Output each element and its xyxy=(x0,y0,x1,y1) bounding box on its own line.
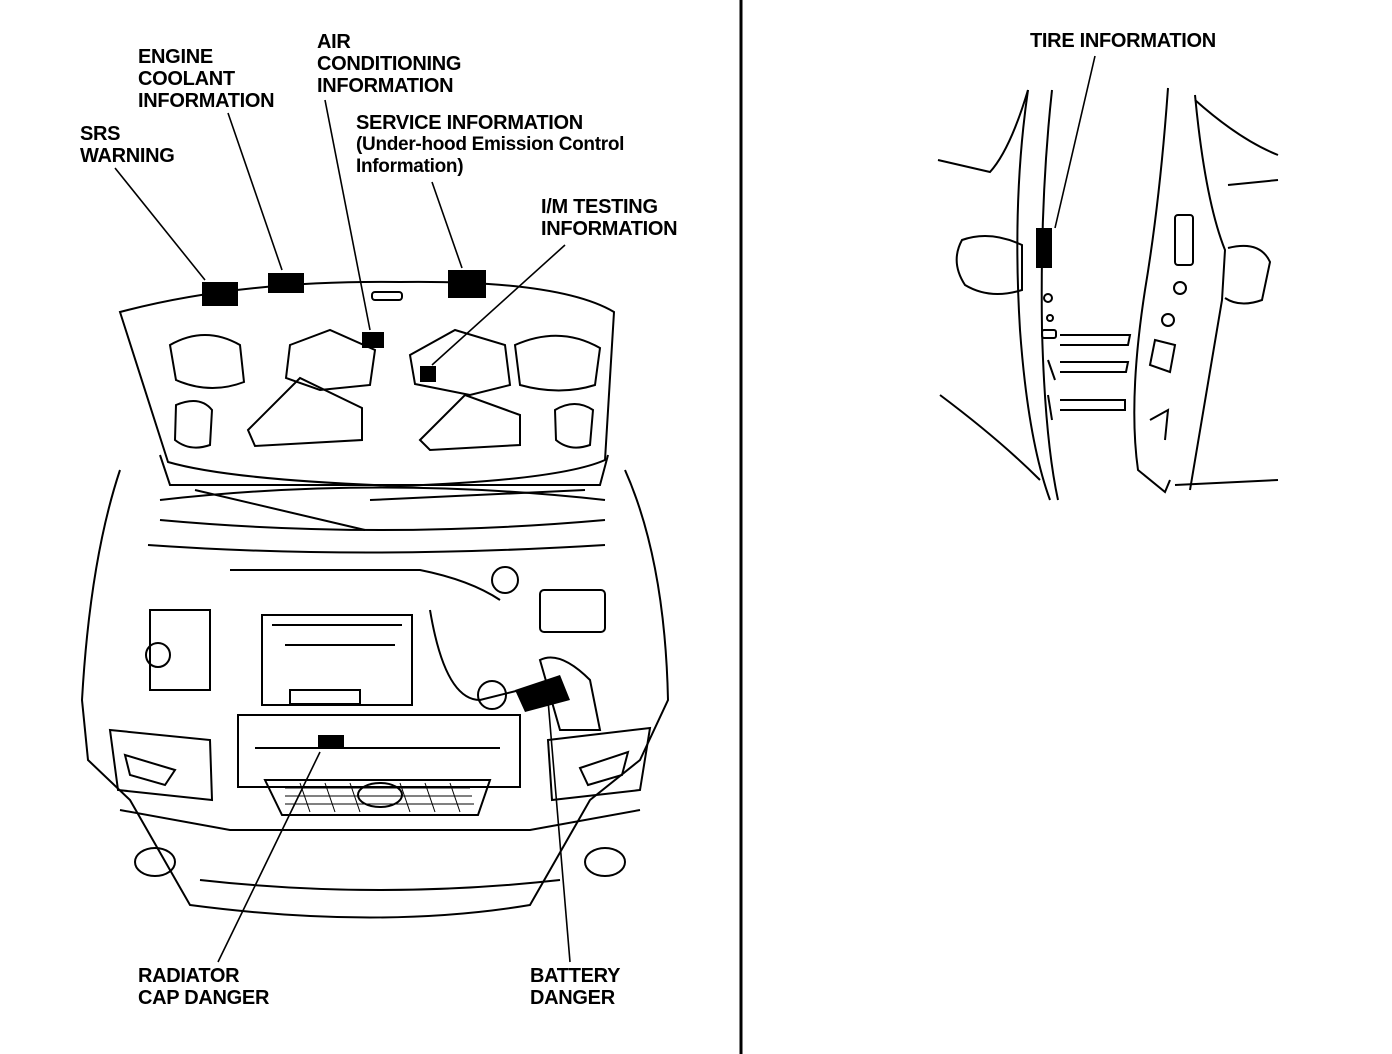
tire-info-text: TIRE INFORMATION xyxy=(1030,30,1216,52)
emblem xyxy=(357,782,403,808)
air-conditioning-line-3: INFORMATION xyxy=(317,75,454,97)
service-info-line-1: SERVICE INFORMATION xyxy=(356,112,583,134)
srs-warning-label: SRS WARNING xyxy=(80,123,175,167)
tire-info-marker xyxy=(1036,228,1052,268)
battery-line-2: DANGER xyxy=(530,987,615,1009)
service-info-line-3: Information) xyxy=(356,156,464,177)
air-conditioning-label: AIR CONDITIONING INFORMATION xyxy=(317,31,461,97)
engine-coolant-label: ENGINE COOLANT INFORMATION xyxy=(138,46,275,112)
engine-coolant-marker xyxy=(268,273,304,293)
srs-warning-line-1: SRS xyxy=(80,123,121,145)
service-info-marker xyxy=(448,270,486,298)
battery-danger-label: BATTERY DANGER xyxy=(530,965,620,1009)
srs-warning-marker xyxy=(202,282,238,306)
engine-coolant-line-1: ENGINE xyxy=(138,46,213,68)
vehicle-front-illustration xyxy=(80,280,670,919)
im-testing-marker xyxy=(420,366,436,382)
engine-coolant-line-2: COOLANT xyxy=(138,68,235,90)
service-info-line-2: (Under-hood Emission Control xyxy=(356,134,625,155)
im-testing-label: I/M TESTING INFORMATION xyxy=(541,196,678,240)
air-conditioning-line-1: AIR xyxy=(317,31,351,53)
engine-coolant-line-3: INFORMATION xyxy=(138,90,275,112)
door-jamb-illustration xyxy=(937,87,1279,501)
radiator-line-1: RADIATOR xyxy=(138,965,240,987)
air-conditioning-line-2: CONDITIONING xyxy=(317,53,462,75)
im-testing-line-2: INFORMATION xyxy=(541,218,678,240)
leader-lines xyxy=(114,99,571,963)
srs-warning-line-2: WARNING xyxy=(80,145,175,167)
radiator-line-2: CAP DANGER xyxy=(138,987,270,1009)
air-conditioning-marker xyxy=(362,332,384,348)
tire-information-label: TIRE INFORMATION xyxy=(1030,30,1216,52)
radiator-cap-danger-label: RADIATOR CAP DANGER xyxy=(138,965,269,1009)
im-testing-line-1: I/M TESTING xyxy=(541,196,658,218)
service-information-label: SERVICE INFORMATION (Under-hood Emission… xyxy=(356,112,624,178)
radiator-cap-marker xyxy=(318,735,344,749)
label-markers xyxy=(202,270,570,749)
grille-mesh xyxy=(285,782,474,813)
battery-marker xyxy=(515,675,570,712)
battery-line-1: BATTERY xyxy=(530,965,621,987)
tire-leader-line xyxy=(1054,55,1096,229)
